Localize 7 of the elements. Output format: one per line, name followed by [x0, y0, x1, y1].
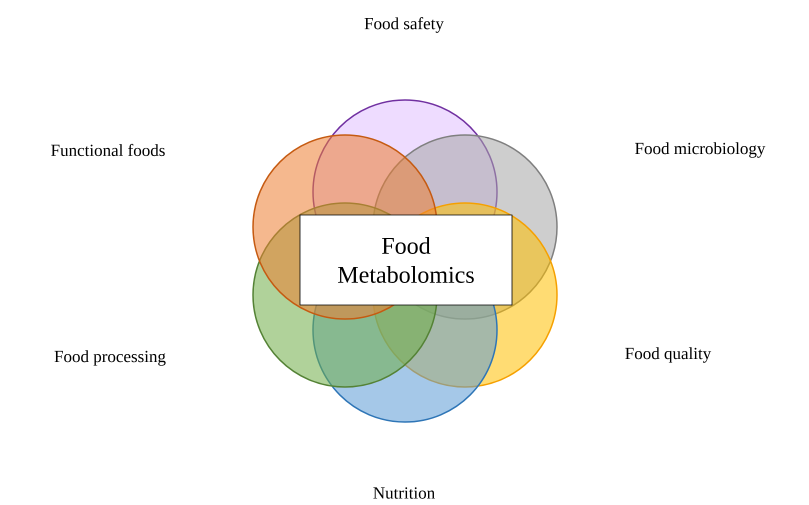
circle-label: Nutrition [373, 487, 435, 499]
circle-label: Food processing [54, 350, 166, 366]
circle-label: Food safety [364, 17, 444, 33]
circle-label: Functional foods [51, 144, 165, 156]
circle-label: Food quality [625, 347, 712, 363]
title-box: Food Metabolomics [300, 214, 512, 306]
circle-label: Food microbiology [635, 142, 766, 158]
